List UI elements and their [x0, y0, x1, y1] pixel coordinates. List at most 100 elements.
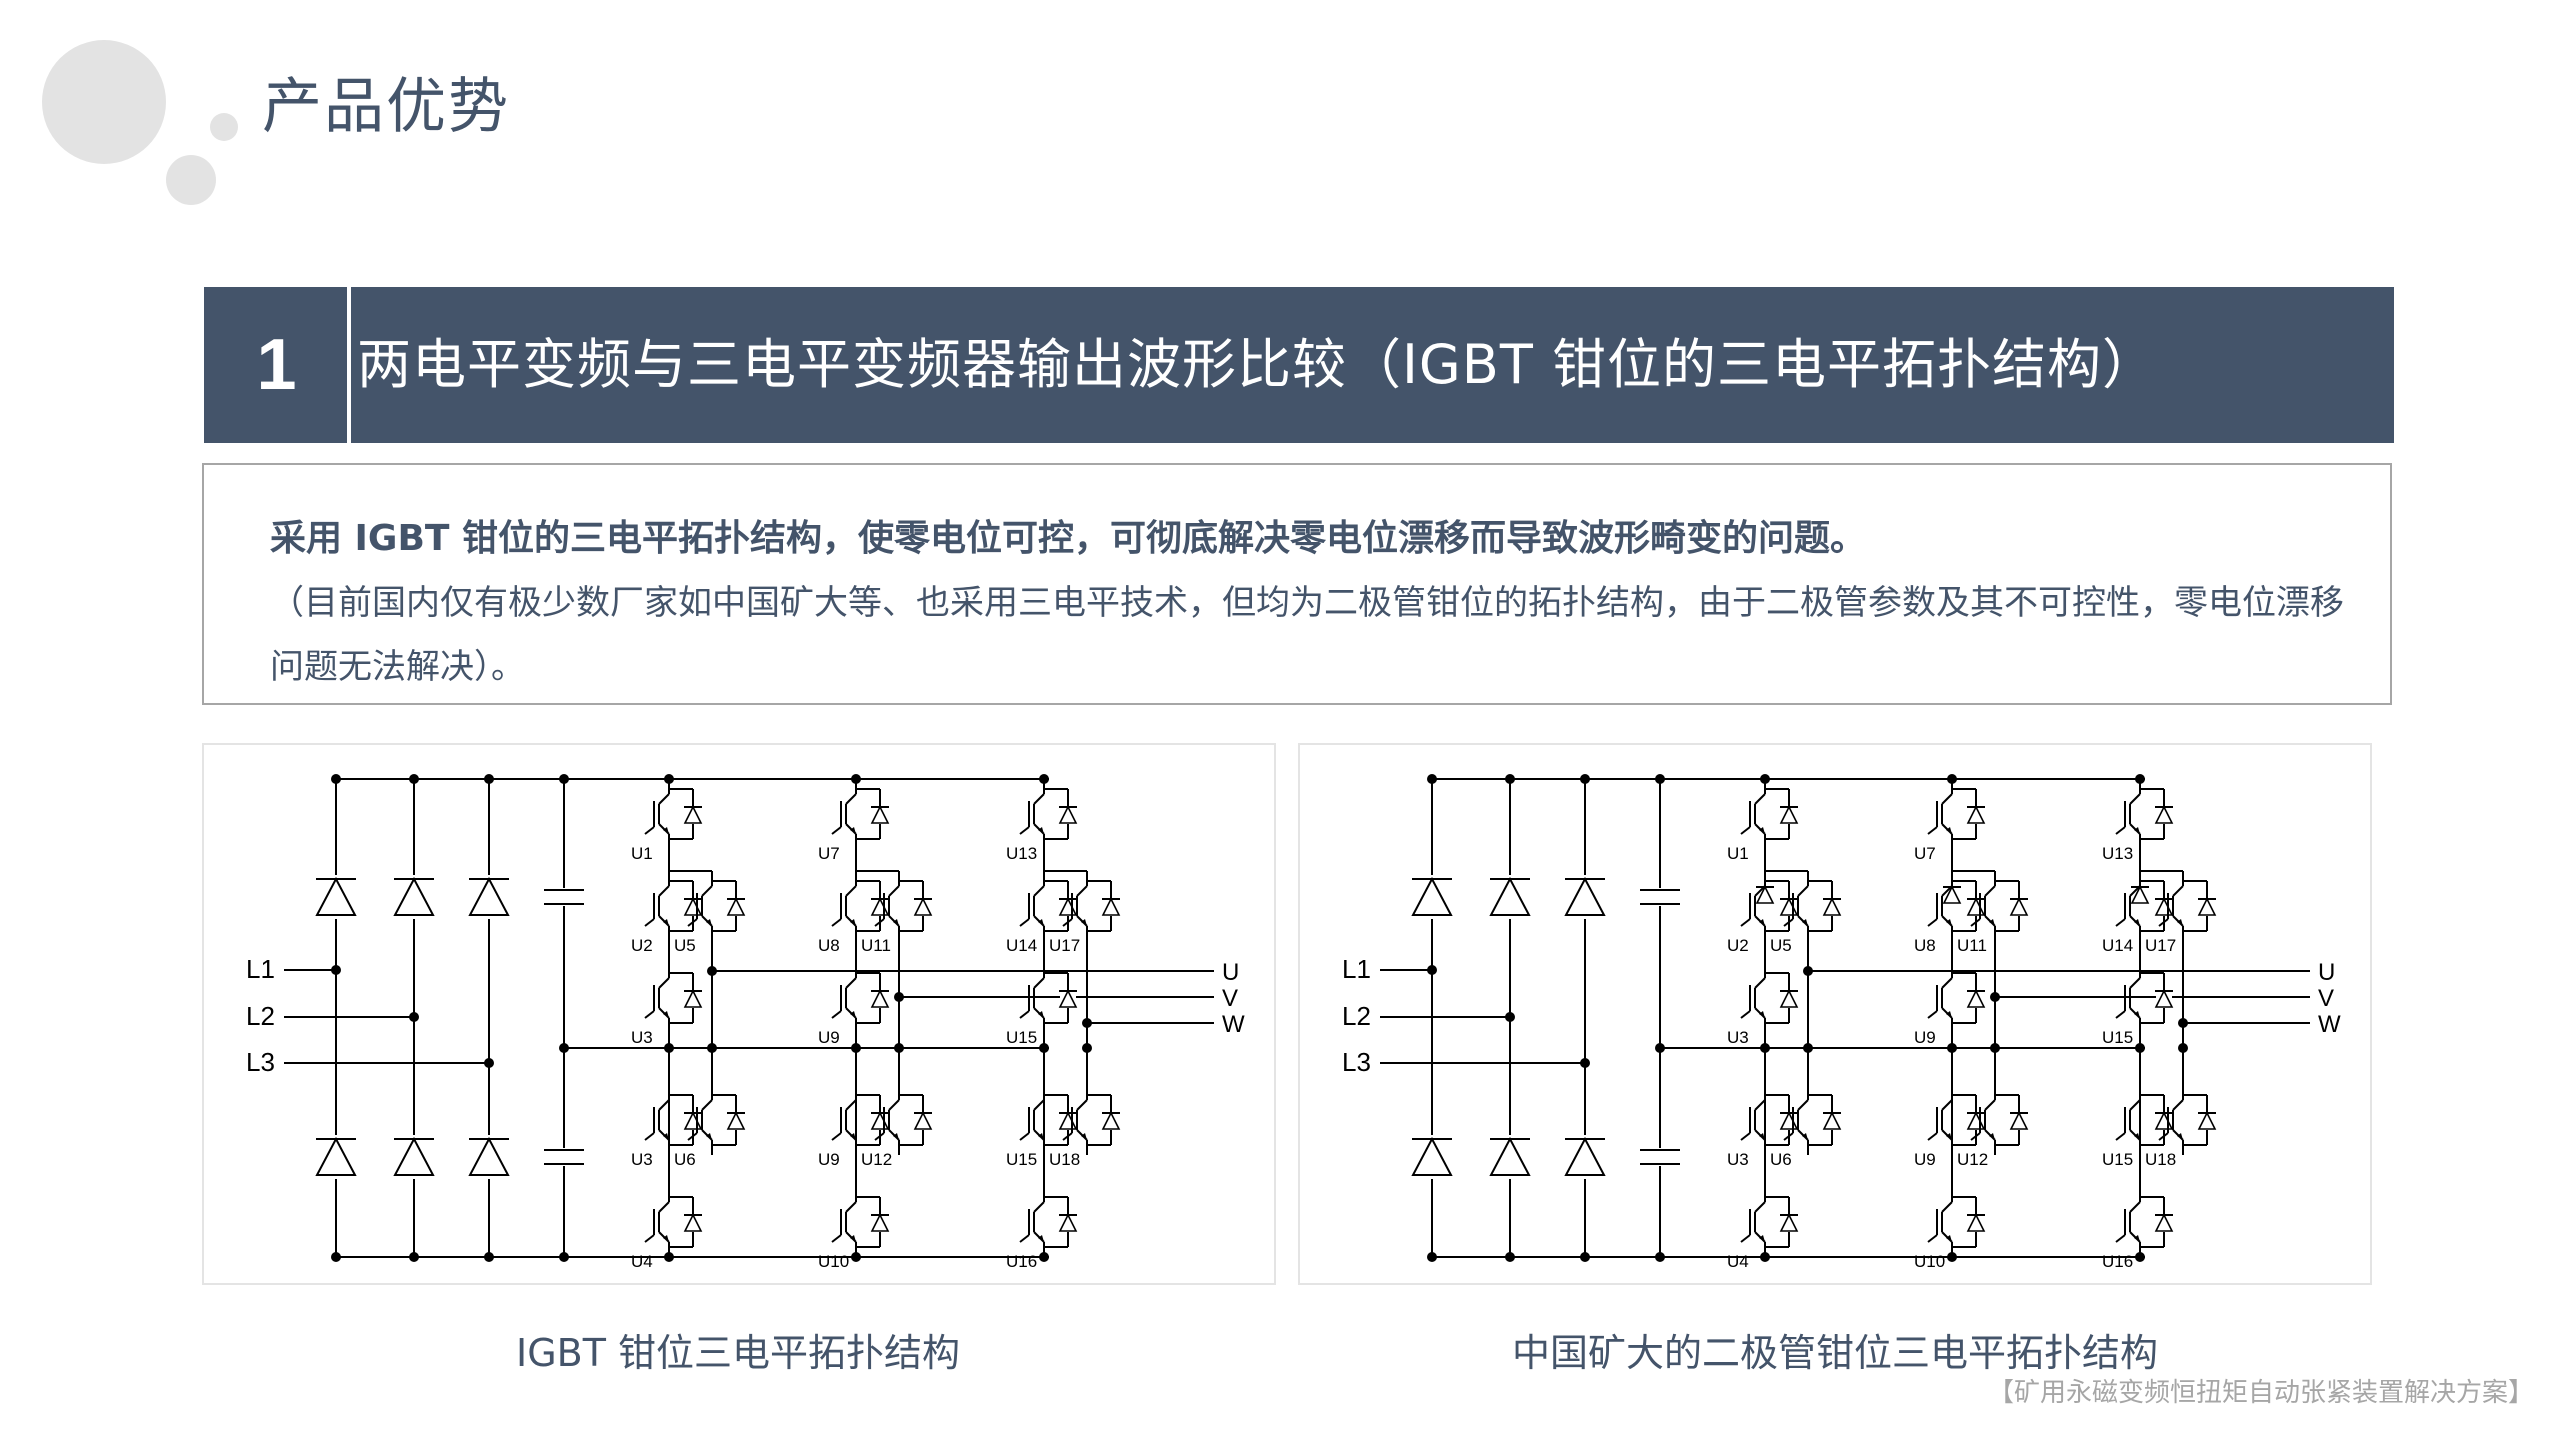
switch-label-u17: U17 — [2145, 936, 2176, 955]
switch-label-u18: U18 — [1049, 1150, 1080, 1169]
igbt-switch: U13 — [2102, 779, 2174, 863]
diode-triangle — [1779, 805, 1799, 824]
igbt-gate-lead — [831, 826, 842, 835]
igbt-switch: U18 — [2145, 1085, 2217, 1169]
diode-triangle — [1411, 876, 1453, 916]
switch-label-u11: U11 — [861, 936, 891, 955]
igbt-arrow — [1081, 1133, 1087, 1140]
diode-triangle — [1779, 1213, 1799, 1232]
igbt-arrow — [850, 1235, 856, 1242]
diode-triangle — [1564, 876, 1606, 916]
igbt-arrow — [2177, 1133, 2183, 1140]
diode-triangle — [1942, 885, 1962, 904]
igbt-arrow — [1038, 919, 1044, 926]
junction-dot — [409, 1012, 419, 1022]
junction-dot — [2178, 1043, 2188, 1053]
circuit: L1L2L3U1U2U3U3U4U5U6UU7U8U9U9U10U11U12VU… — [246, 774, 1245, 1271]
wire — [1033, 1201, 1045, 1213]
wire — [1076, 885, 1088, 897]
wire — [658, 1201, 670, 1213]
wire — [2129, 977, 2141, 989]
switch-label-u5: U5 — [674, 936, 696, 955]
junction-dot — [1505, 1012, 1515, 1022]
diode-triangle — [2009, 1111, 2029, 1130]
input-label-l2: L2 — [246, 1001, 275, 1031]
igbt-gate-lead — [1970, 1132, 1981, 1141]
igbt-switch: U3 — [1727, 963, 1799, 1047]
switch-label-u4: U4 — [631, 1252, 653, 1271]
diode-triangle — [1966, 989, 1986, 1008]
diode-triangle — [1822, 1111, 1842, 1130]
igbt-gate-lead — [687, 918, 698, 927]
igbt-gate-lead — [1783, 1132, 1794, 1141]
diode-triangle — [315, 1136, 357, 1176]
capacitor-gap — [1638, 1148, 1682, 1166]
wire — [845, 977, 857, 989]
switch-label-u12: U12 — [1957, 1150, 1988, 1169]
igbt-switch: U9 — [818, 963, 890, 1047]
diode-triangle — [2154, 1213, 2174, 1232]
igbt-switch: U17 — [2145, 871, 2217, 955]
gap — [1968, 806, 1984, 824]
diode-triangle — [726, 1111, 746, 1130]
igbt-gate-lead — [831, 1234, 842, 1243]
igbt-gate-lead — [831, 1132, 842, 1141]
igbt-gate-lead — [874, 1132, 885, 1141]
igbt-gate-lead — [1019, 1132, 1030, 1141]
igbt-arrow — [1989, 1133, 1995, 1140]
igbt-arrow — [663, 1133, 669, 1140]
gap — [728, 898, 744, 916]
switch-label-u7: U7 — [818, 844, 840, 863]
diode-triangle — [2009, 897, 2029, 916]
switch-label-u8: U8 — [1914, 936, 1936, 955]
igbt-arrow — [1802, 1133, 1808, 1140]
switch-label-u15: U15 — [2102, 1028, 2133, 1047]
gap — [2199, 1112, 2215, 1130]
igbt-gate-lead — [687, 1132, 698, 1141]
gap — [1410, 1135, 1454, 1179]
switch-label-u4: U4 — [1727, 1252, 1749, 1271]
gap — [314, 875, 358, 919]
igbt-arrow — [706, 1133, 712, 1140]
gap — [1781, 806, 1797, 824]
igbt-switch: U5 — [674, 871, 746, 955]
junction-dot — [1655, 774, 1665, 784]
diode-triangle — [1411, 1136, 1453, 1176]
switch-label-u14: U14 — [2102, 936, 2133, 955]
igbt-gate-lead — [2158, 1132, 2169, 1141]
gap — [1488, 1135, 1532, 1179]
diode-triangle — [1101, 897, 1121, 916]
junction-dot — [1505, 774, 1515, 784]
diode-triangle — [393, 1136, 435, 1176]
gap — [1060, 1214, 1076, 1232]
wire — [1941, 977, 1953, 989]
igbt-arrow — [850, 1011, 856, 1018]
wire — [1941, 1201, 1953, 1213]
output-label-v: V — [1222, 985, 1238, 1012]
gap — [1824, 1112, 1840, 1130]
diode-triangle — [1058, 1213, 1078, 1232]
junction-dot — [1427, 774, 1437, 784]
switch-label-u3: U3 — [1727, 1150, 1749, 1169]
igbt-arrow — [893, 919, 899, 926]
wire — [1984, 885, 1996, 897]
decor-circle-large — [42, 40, 166, 164]
igbt-arrow — [1759, 1011, 1765, 1018]
switch-label-u15: U15 — [1006, 1028, 1037, 1047]
igbt-arrow — [850, 1133, 856, 1140]
igbt-switch: U12 — [1957, 1085, 2029, 1169]
igbt-arrow — [1038, 1011, 1044, 1018]
gap — [1968, 1214, 1984, 1232]
input-label-l2: L2 — [1342, 1001, 1371, 1031]
wire — [888, 885, 900, 897]
gap — [1103, 1112, 1119, 1130]
gap — [685, 1214, 701, 1232]
gap — [1060, 990, 1076, 1008]
igbt-arrow — [663, 919, 669, 926]
gap — [2156, 990, 2172, 1008]
gap — [1060, 806, 1076, 824]
junction-dot — [1082, 1043, 1092, 1053]
igbt-gate-lead — [1740, 1132, 1751, 1141]
igbt-gate-lead — [2115, 826, 2126, 835]
switch-label-u2: U2 — [631, 936, 653, 955]
